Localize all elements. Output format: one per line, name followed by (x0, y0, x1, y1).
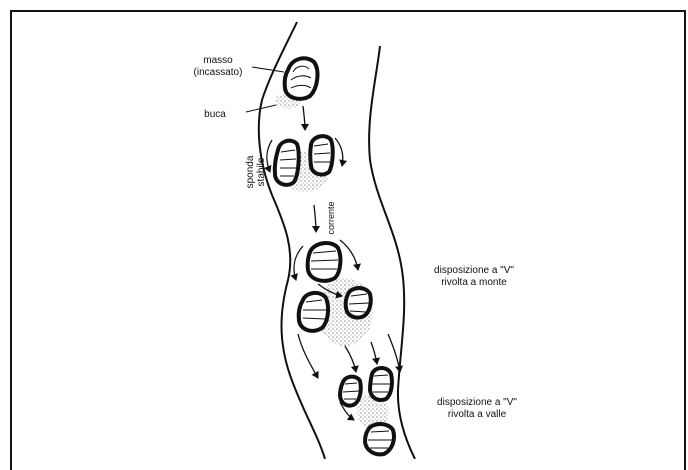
boulder-icon (310, 136, 332, 174)
boulder-icon (340, 377, 361, 406)
v-monte-label-sub: rivolta a monte (441, 277, 507, 288)
svg-text:corrente: corrente (326, 201, 336, 234)
boulder-icon (370, 368, 392, 400)
masso-label-sub: (incassato) (194, 67, 243, 78)
svg-text:sponda: sponda (245, 155, 256, 188)
boulder-icon (299, 293, 328, 331)
boulder-icon (346, 288, 371, 318)
svg-text:stabile: stabile (256, 157, 267, 186)
river-boulder-diagram: masso (incassato) buca sponda stabile co… (0, 0, 688, 459)
boulder-icon (365, 424, 394, 454)
v-valle-label-sub: rivolta a valle (448, 409, 507, 420)
masso-leader-line (252, 67, 284, 72)
v-valle-label: disposizione a "V" (437, 397, 517, 408)
boulder-icon (275, 141, 299, 185)
boulder-icon (285, 58, 318, 99)
buca-label: buca (204, 109, 226, 120)
sponda-label: sponda stabile (245, 155, 267, 188)
v-monte-label: disposizione a "V" (434, 265, 514, 276)
corrente-label: corrente (326, 201, 336, 234)
boulder-icon (308, 243, 341, 281)
masso-label: masso (203, 55, 233, 66)
